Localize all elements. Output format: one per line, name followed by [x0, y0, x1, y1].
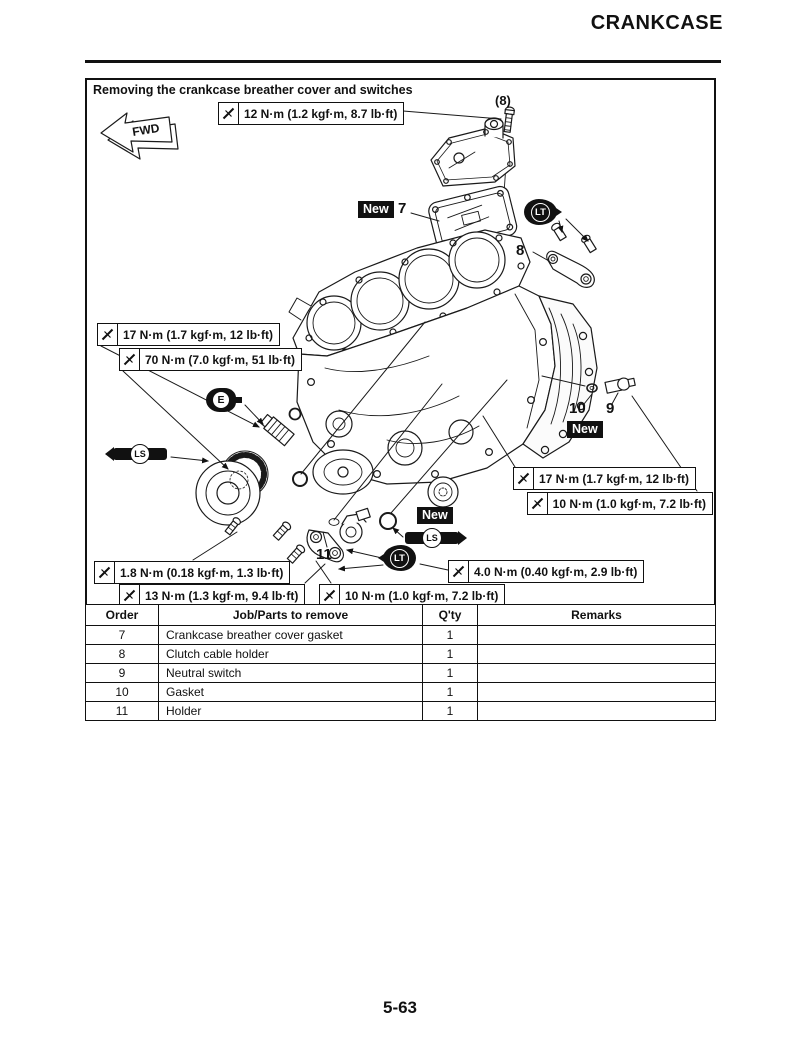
callout-screw-qty: (8)	[495, 93, 511, 108]
page-number: 5-63	[382, 998, 418, 1017]
cell-qty: 1	[422, 644, 478, 664]
torque-wrench-icon	[120, 349, 140, 370]
breather-cover-drawing	[430, 117, 516, 187]
cell-remarks	[477, 663, 716, 683]
new-part-tag: New	[567, 421, 603, 438]
col-job: Job/Parts to remove	[158, 604, 423, 626]
callout-part-11: 11	[316, 546, 332, 563]
table-row: 7 Crankcase breather cover gasket 1	[85, 625, 716, 645]
torque-wrench-icon	[219, 103, 239, 124]
col-remarks: Remarks	[477, 604, 716, 626]
oil-filter-drawing	[195, 450, 269, 526]
svg-text:FWD: FWD	[131, 121, 161, 139]
page-title: CRANKCASE	[590, 12, 723, 34]
header-rule	[85, 60, 721, 63]
cell-order: 10	[85, 682, 159, 702]
table-row: 8 Clutch cable holder 1	[85, 644, 716, 664]
screw-drawing	[503, 106, 515, 133]
cell-job: Neutral switch	[158, 663, 423, 683]
table-header-row: Order Job/Parts to remove Q'ty Remarks	[85, 604, 716, 626]
col-order: Order	[85, 604, 159, 626]
engine-diagram: FWD	[100, 106, 698, 584]
torque-label: 1.8 N·m (0.18 kgf·m, 1.3 lb·ft)	[94, 561, 291, 584]
torque-wrench-icon	[514, 468, 534, 489]
torque-label: 10 N·m (1.0 kgf·m, 7.2 lb·ft)	[526, 492, 713, 515]
col-qty: Q'ty	[422, 604, 478, 626]
cell-order: 8	[85, 644, 159, 664]
torque-label: 17 N·m (1.7 kgf·m, 12 lb·ft)	[97, 323, 281, 346]
cell-job: Clutch cable holder	[158, 644, 423, 664]
cell-qty: 1	[422, 625, 478, 645]
engine-oil-icon: E	[206, 388, 242, 412]
table-row: 11 Holder 1	[85, 701, 716, 721]
cell-job: Crankcase breather cover gasket	[158, 625, 423, 645]
cell-qty: 1	[422, 663, 478, 683]
cell-qty: 1	[422, 682, 478, 702]
figure-title: Removing the crankcase breather cover an…	[93, 83, 413, 97]
figure-box: Removing the crankcase breather cover an…	[85, 78, 716, 721]
table-row: 9 Neutral switch 1	[85, 663, 716, 683]
torque-label: 70 N·m (7.0 kgf·m, 51 lb·ft)	[119, 348, 303, 371]
union-bolt-drawing	[259, 413, 295, 447]
neutral-switch-drawing	[328, 507, 371, 544]
cell-remarks	[477, 682, 716, 702]
cell-remarks	[477, 701, 716, 721]
callout-part-9: 9	[606, 400, 615, 417]
loctite-icon: LT	[524, 199, 562, 225]
callout-part-10: 10	[569, 400, 586, 417]
lithium-soap-grease-icon: LS	[405, 528, 467, 548]
torque-label: 17 N·m (1.7 kgf·m, 12 lb·ft)	[513, 467, 697, 490]
switch-parts-drawing	[224, 471, 397, 564]
cell-remarks	[477, 644, 716, 664]
torque-wrench-icon	[320, 585, 340, 606]
clutch-housing-drawing	[522, 295, 598, 459]
new-part-tag: New	[358, 201, 394, 218]
oring-drawing	[288, 407, 302, 421]
torque-label: 4.0 N·m (0.40 kgf·m, 2.9 lb·ft)	[448, 560, 645, 583]
cell-order: 11	[85, 701, 159, 721]
cylinder-deck-drawing	[288, 229, 531, 357]
table-row: 10 Gasket 1	[85, 682, 716, 702]
loctite-icon: LT	[378, 545, 416, 571]
lithium-soap-grease-icon: LS	[105, 444, 167, 464]
new-part-tag: New	[417, 507, 453, 524]
callout-part-8: 8	[516, 242, 525, 259]
torque-wrench-icon	[98, 324, 118, 345]
torque-label: 10 N·m (1.0 kgf·m, 7.2 lb·ft)	[319, 584, 506, 607]
torque-wrench-icon	[120, 585, 140, 606]
callout-part-7: 7	[398, 200, 407, 217]
torque-wrench-icon	[449, 561, 469, 582]
torque-wrench-icon	[528, 493, 548, 514]
cell-job: Holder	[158, 701, 423, 721]
torque-wrench-icon	[95, 562, 115, 583]
cell-job: Gasket	[158, 682, 423, 702]
fwd-arrow-icon: FWD	[100, 112, 179, 160]
parts-table: Order Job/Parts to remove Q'ty Remarks 7…	[85, 604, 716, 721]
cable-holder-drawing	[532, 218, 597, 288]
cell-remarks	[477, 625, 716, 645]
torque-label: 12 N·m (1.2 kgf·m, 8.7 lb·ft)	[218, 102, 405, 125]
cell-qty: 1	[422, 701, 478, 721]
cell-order: 9	[85, 663, 159, 683]
cell-order: 7	[85, 625, 159, 645]
